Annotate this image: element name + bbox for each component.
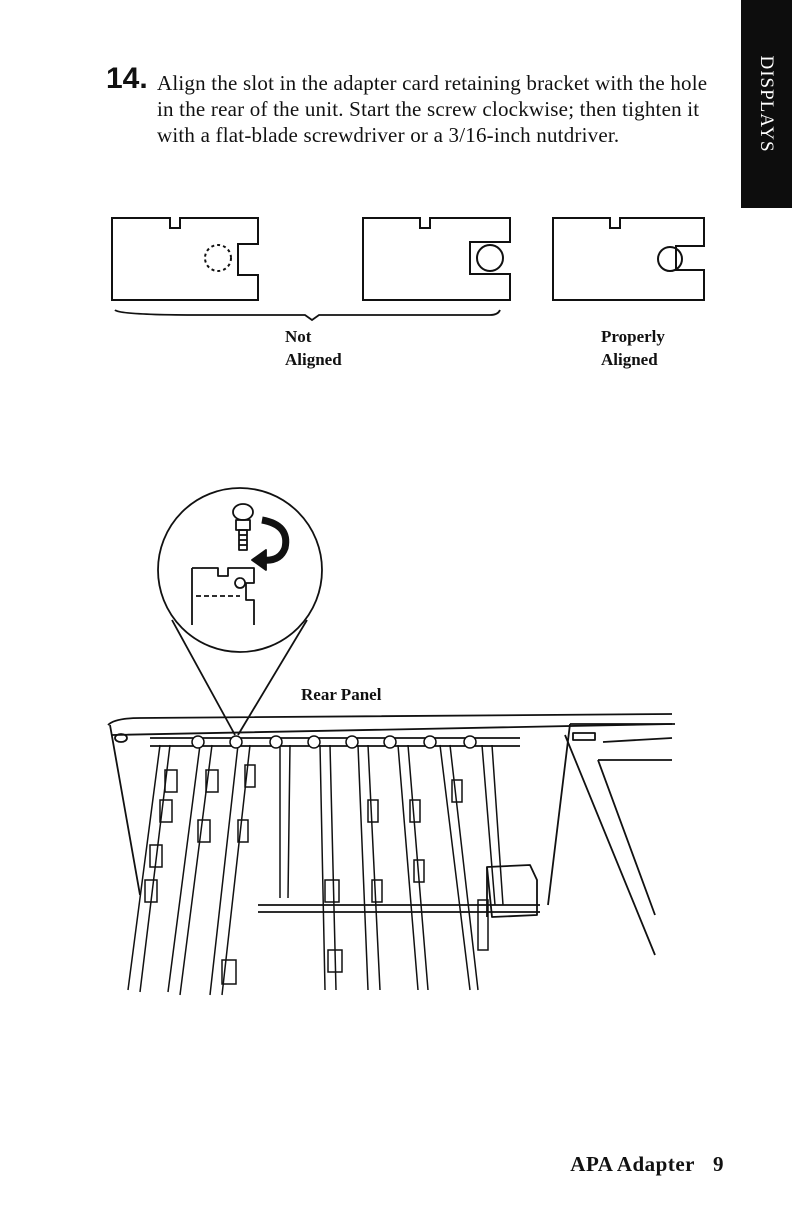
adapter-cards (128, 745, 503, 995)
page-footer: APA Adapter 9 (570, 1152, 724, 1177)
page-number: 9 (713, 1152, 724, 1176)
rear-panel-label: Rear Panel (301, 683, 381, 706)
detail-magnifier (158, 488, 322, 652)
screw-icon (233, 504, 253, 550)
footer-section-title: APA Adapter (570, 1152, 695, 1176)
